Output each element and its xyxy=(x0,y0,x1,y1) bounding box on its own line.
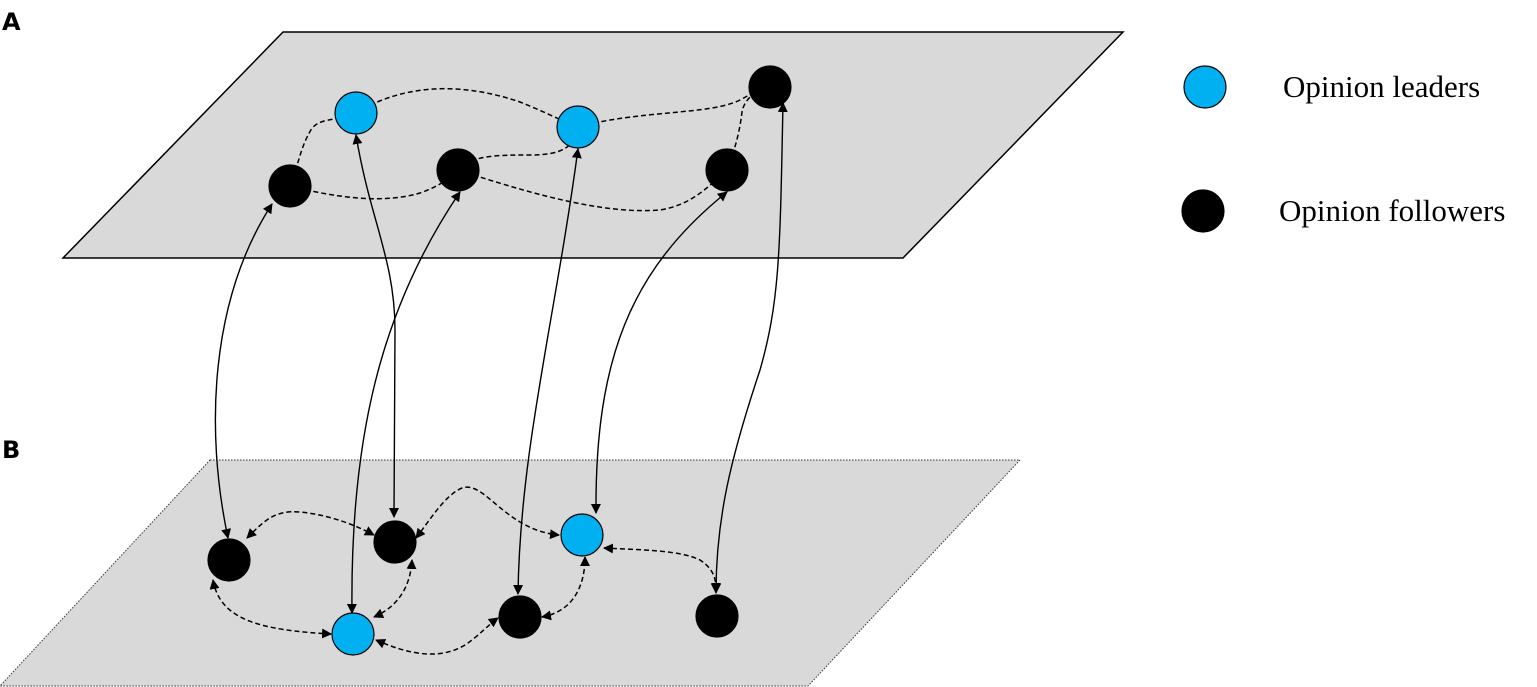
b-link xyxy=(209,579,332,639)
legend-follower-label: Opinion followers xyxy=(1279,193,1505,228)
follower-node xyxy=(498,595,542,639)
follower-node xyxy=(436,148,480,192)
b-link xyxy=(415,486,560,540)
layer-a-nodes xyxy=(268,65,792,208)
layer-b-nodes xyxy=(207,513,739,656)
layer-a-plane xyxy=(61,31,1125,259)
legend-follower-swatch xyxy=(1181,189,1225,233)
follower-node xyxy=(748,65,792,109)
panel-label-b: B xyxy=(2,436,20,464)
follower-node xyxy=(695,594,739,638)
follower-node xyxy=(207,538,251,582)
legend: Opinion leaders Opinion followers xyxy=(1181,65,1505,233)
leader-node xyxy=(334,91,378,135)
b-link xyxy=(603,543,721,593)
inter-link xyxy=(346,191,461,614)
b-link xyxy=(375,617,499,655)
follower-node xyxy=(705,148,749,192)
a-link xyxy=(355,88,579,128)
inter-link xyxy=(590,191,728,514)
legend-leader-swatch xyxy=(1183,65,1227,109)
b-link xyxy=(246,511,375,539)
legend-leader-label: Opinion leaders xyxy=(1283,69,1480,104)
inter-link xyxy=(214,203,273,539)
leader-node xyxy=(556,105,600,149)
follower-node xyxy=(373,520,417,564)
leader-node xyxy=(331,612,375,656)
panel-label-a: A xyxy=(2,8,21,36)
follower-node xyxy=(268,164,312,208)
b-link xyxy=(541,556,590,621)
layer-b-links xyxy=(209,486,721,655)
leader-node xyxy=(560,513,604,557)
layer-b-plane xyxy=(0,459,1022,687)
inter-link xyxy=(711,102,788,594)
